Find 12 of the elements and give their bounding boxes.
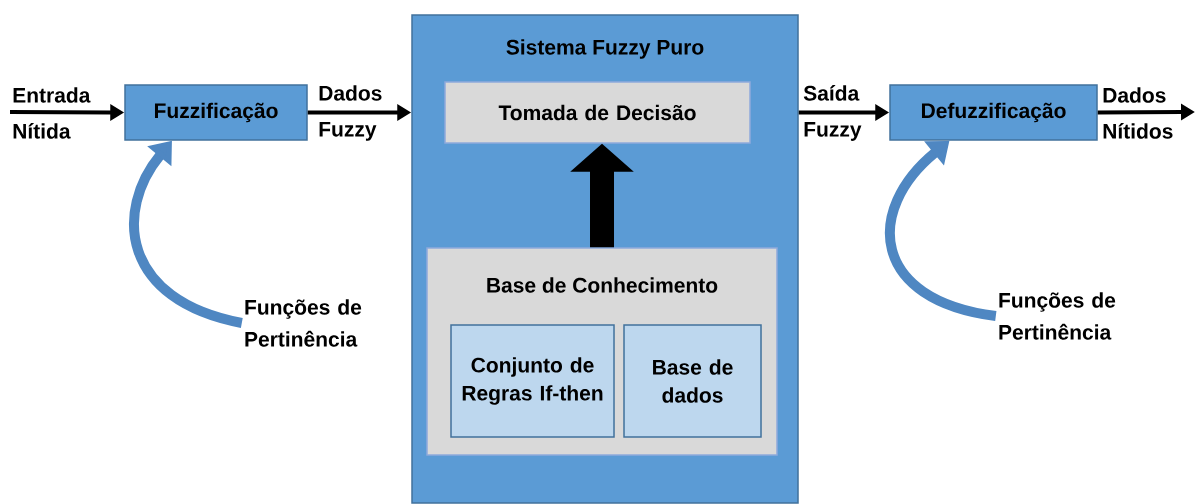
curved-arrow (884, 140, 997, 321)
process-box: Conjunto de Regras If-then (450, 324, 615, 438)
edge-label: Dados Fuzzy (319, 85, 382, 141)
edge-label: Saída Fuzzy (803, 85, 862, 141)
text-label: Funções de Pertinência (245, 299, 362, 347)
edge-label: Dados Nítidos (1103, 87, 1173, 139)
edge-label: Entrada Nítida (13, 87, 91, 139)
process-box: Fuzzificação (124, 84, 308, 141)
process-box: Base de dados (623, 324, 762, 438)
process-box: Tomada de Decisão (444, 81, 751, 144)
text-label: Funções de Pertinência (999, 292, 1116, 340)
process-box: Defuzzificação (889, 84, 1098, 141)
